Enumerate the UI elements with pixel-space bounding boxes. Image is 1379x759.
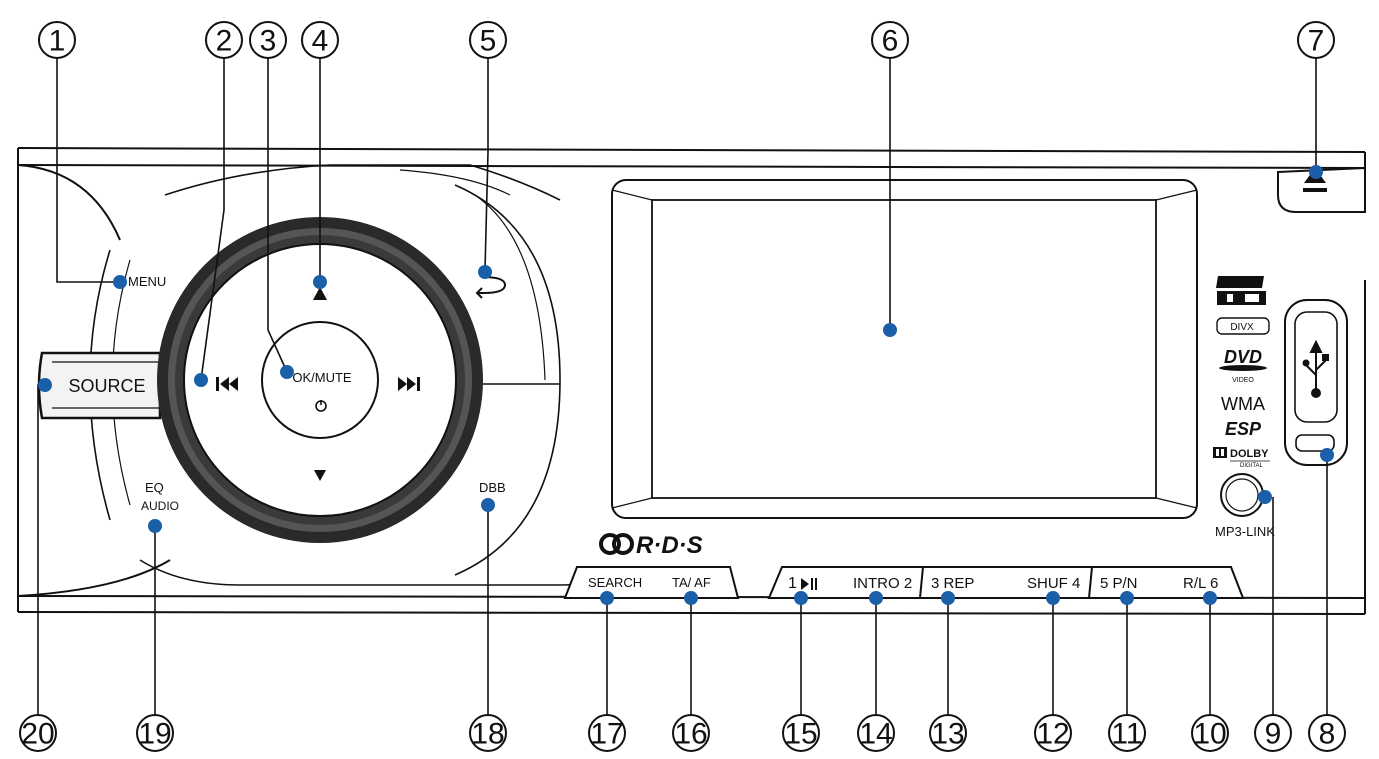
usb-port[interactable] xyxy=(1284,299,1348,466)
callout-10: 10 xyxy=(1191,714,1229,752)
dolby-label: DOLBY xyxy=(1230,448,1269,460)
source-button[interactable]: SOURCE xyxy=(37,351,162,420)
rds-label: R·D·S xyxy=(636,532,703,559)
callout-15: 15 xyxy=(782,714,820,752)
wma-label: WMA xyxy=(1221,394,1265,414)
svg-text:18: 18 xyxy=(471,718,504,751)
preset-buttons-group[interactable]: 1 INTRO 2 3 REP SHUF 4 5 P/N R/L 6 xyxy=(767,566,1245,599)
callout-16: 16 xyxy=(672,714,710,752)
dvd-video-logo: DVD VIDEO xyxy=(1219,347,1267,384)
divx-logo: DIVX xyxy=(1216,317,1270,335)
pn-5-label: 5 P/N xyxy=(1100,575,1138,592)
svg-text:5: 5 xyxy=(480,25,497,58)
preset-1-label: 1 xyxy=(788,575,797,592)
power-icon xyxy=(315,400,327,412)
svg-text:10: 10 xyxy=(1193,718,1226,751)
svg-text:8: 8 xyxy=(1319,718,1336,751)
dolby-digital-logo: DOLBY DIGITAL xyxy=(1213,447,1270,469)
callout-7: 7 xyxy=(1297,21,1335,59)
sdhc-logo xyxy=(1216,276,1266,305)
svg-text:1: 1 xyxy=(49,25,66,58)
eject-button[interactable] xyxy=(1277,166,1366,213)
control-dial[interactable] xyxy=(157,217,483,543)
callout-4: 4 xyxy=(301,21,339,59)
svg-text:11: 11 xyxy=(1111,718,1142,751)
callout-20: 20 xyxy=(19,714,57,752)
down-arrow-icon[interactable] xyxy=(314,470,326,481)
search-ta-af-button-group[interactable]: SEARCH TA/ AF xyxy=(563,566,740,599)
svg-text:12: 12 xyxy=(1036,718,1069,751)
callout-19: 19 xyxy=(136,714,174,752)
rl-6-label: R/L 6 xyxy=(1183,575,1218,592)
shuf-4-label: SHUF 4 xyxy=(1027,575,1080,592)
callout-12: 12 xyxy=(1034,714,1072,752)
video-label: VIDEO xyxy=(1232,377,1254,384)
up-arrow-icon[interactable] xyxy=(313,287,327,300)
ok-mute-label: OK/MUTE xyxy=(292,370,352,385)
rep-3-label: 3 REP xyxy=(931,575,974,592)
source-label: SOURCE xyxy=(68,376,145,396)
svg-text:13: 13 xyxy=(931,718,964,751)
search-label: SEARCH xyxy=(588,575,642,590)
callout-2: 2 xyxy=(205,21,243,59)
back-icon[interactable] xyxy=(475,276,507,299)
callout-11: 11 xyxy=(1108,714,1146,752)
callout-9: 9 xyxy=(1254,714,1292,752)
callout-13: 13 xyxy=(929,714,967,752)
audio-label: AUDIO xyxy=(141,499,179,513)
callout-14: 14 xyxy=(857,714,895,752)
ok-mute-button[interactable]: OK/MUTE xyxy=(292,370,352,412)
usb-icon xyxy=(1302,339,1329,398)
display-screen xyxy=(611,179,1198,519)
rds-logo: R·D·S xyxy=(599,532,703,559)
callout-3: 3 xyxy=(249,21,287,59)
dvd-label: DVD xyxy=(1224,347,1262,367)
svg-text:9: 9 xyxy=(1265,718,1282,751)
callout-1: 1 xyxy=(38,21,76,59)
callouts: 1 2 3 4 5 6 7 8 xyxy=(19,21,1346,752)
svg-text:14: 14 xyxy=(859,718,892,751)
leader-dots xyxy=(38,165,1334,605)
device-body xyxy=(17,147,1366,615)
svg-text:15: 15 xyxy=(784,718,817,751)
svg-text:7: 7 xyxy=(1308,25,1325,58)
callout-6: 6 xyxy=(871,21,909,59)
callout-17: 17 xyxy=(588,714,626,752)
svg-text:16: 16 xyxy=(674,718,707,751)
callout-18: 18 xyxy=(469,714,507,752)
svg-text:6: 6 xyxy=(882,25,899,58)
play-pause-icon xyxy=(801,578,817,590)
svg-text:17: 17 xyxy=(590,718,623,751)
divx-label: DIVX xyxy=(1230,322,1254,333)
next-track-icon[interactable] xyxy=(398,377,420,391)
ta-af-label: TA/ AF xyxy=(672,575,711,590)
svg-text:3: 3 xyxy=(260,25,277,58)
svg-text:20: 20 xyxy=(21,718,54,751)
menu-label: MENU xyxy=(128,274,166,289)
callout-5: 5 xyxy=(469,21,507,59)
digital-label: DIGITAL xyxy=(1240,463,1264,469)
esp-logo: ESP xyxy=(1225,419,1262,439)
dbb-label: DBB xyxy=(479,480,506,495)
intro-2-label: INTRO 2 xyxy=(853,575,912,592)
mp3-link-label: MP3-LINK xyxy=(1215,524,1275,539)
mp3-link-jack[interactable]: MP3-LINK xyxy=(1215,473,1275,539)
svg-text:4: 4 xyxy=(312,25,329,58)
svg-text:2: 2 xyxy=(216,25,233,58)
callout-8: 8 xyxy=(1308,714,1346,752)
previous-track-icon[interactable] xyxy=(216,377,238,391)
eq-label: EQ xyxy=(145,480,164,495)
svg-text:19: 19 xyxy=(138,718,171,751)
